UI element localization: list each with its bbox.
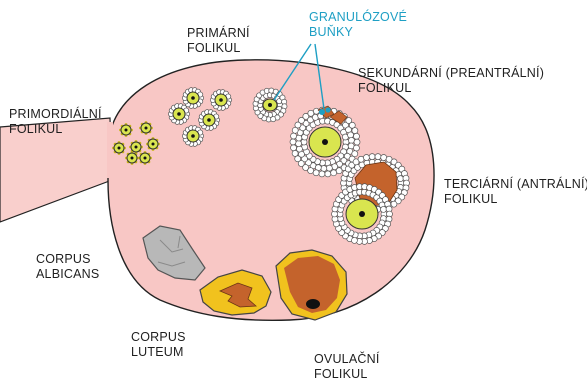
granulosa-cell — [375, 154, 381, 160]
granulosa-cell — [336, 168, 342, 174]
primary-follicle-label: PRIMÁRNÍ FOLIKUL — [187, 26, 250, 56]
granulosa-cell — [298, 117, 304, 123]
granulosa-cell — [353, 133, 359, 139]
oocyte-nucleus — [152, 143, 155, 146]
granulosa-cell — [319, 171, 325, 177]
granulosa-cell — [325, 171, 331, 177]
corpus-albicans-label: CORPUS ALBICANS — [36, 252, 99, 282]
oocyte-nucleus — [131, 157, 134, 160]
granulosa-cell — [313, 170, 319, 176]
oocyte-nucleus — [191, 134, 195, 138]
granulosa-cell — [354, 139, 360, 145]
granulosa-cell — [363, 154, 369, 160]
granulosa-cell — [381, 206, 387, 212]
granulosa-cell-highlight — [319, 109, 325, 115]
granulosa-cell — [331, 170, 337, 176]
tertiary-follicle-label: TERCIÁRNÍ (ANTRÁLNÍ) FOLIKUL — [444, 177, 587, 207]
granulosa-cell — [353, 145, 359, 151]
granulosa-cell-highlight — [325, 107, 330, 112]
granulosa-cell — [296, 141, 302, 147]
granulosa-cell — [292, 150, 298, 156]
secondary-follicle-label: SEKUNDÁRNÍ (PREANTRÁLNÍ) FOLIKUL — [358, 66, 544, 96]
oocyte-nucleus — [219, 98, 223, 102]
granulosa-cell — [290, 139, 296, 145]
ovulatory-follicle-label: OVULAČNÍ FOLIKUL — [314, 352, 380, 382]
oocyte-nucleus — [135, 146, 138, 149]
oocyte-nucleus — [125, 129, 128, 132]
oocyte-nucleus — [322, 139, 328, 145]
oocyte-nucleus — [144, 157, 147, 160]
granulosa-cell — [313, 108, 319, 114]
granulosa-cell — [348, 137, 354, 143]
oocyte-nucleus — [145, 127, 148, 130]
granulosa-cell — [369, 154, 375, 160]
granulosa-cell — [271, 117, 276, 122]
oocyte-nucleus — [177, 112, 181, 116]
oocyte-nucleus — [191, 96, 195, 100]
ovulating-oocyte — [306, 299, 320, 309]
granulosa-cell — [291, 145, 297, 151]
granulosa-cell — [291, 133, 297, 139]
granulosa-cell — [352, 128, 358, 134]
granulosa-cells-label: GRANULÓZOVÉ BUŇKY — [309, 10, 407, 40]
primordial-follicle-label: PRIMORDIÁLNÍ FOLIKUL — [9, 107, 102, 137]
granulosa-cell — [351, 237, 357, 243]
granulosa-cell — [326, 165, 332, 171]
granulosa-cell — [397, 176, 403, 182]
oocyte-nucleus — [207, 118, 211, 122]
corpus-luteum-label: CORPUS LUTEUM — [131, 330, 186, 360]
oocyte-nucleus — [118, 147, 121, 150]
granulosa-cell — [308, 110, 314, 116]
oocyte-nucleus — [359, 211, 365, 217]
oocyte-nucleus — [268, 103, 272, 107]
